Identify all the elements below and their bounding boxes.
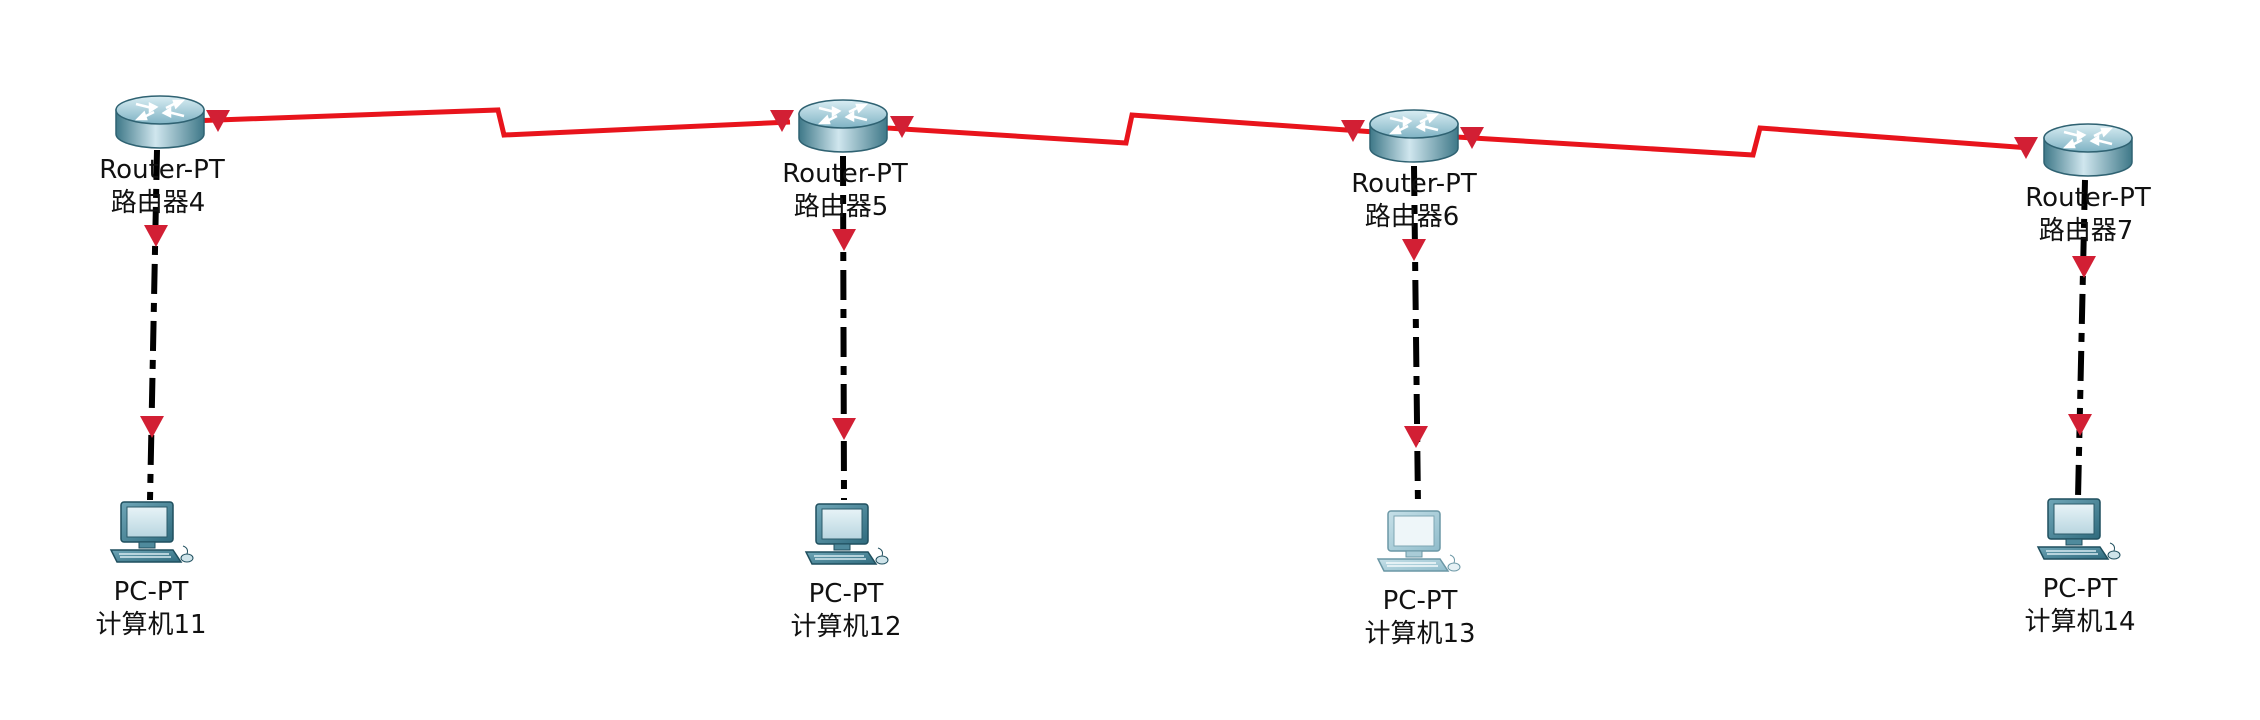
router-icon [797, 98, 889, 154]
router-5[interactable]: Router-PT 路由器5 [782, 98, 908, 222]
pc-name-label: 计算机13 [1364, 619, 1475, 649]
pc-icon [805, 503, 889, 565]
pc-name-label: 计算机11 [95, 610, 206, 640]
port-marker [144, 225, 168, 247]
router-name-label: 路由器6 [1365, 202, 1460, 232]
pc-name-label: 计算机12 [790, 612, 901, 642]
pc-12[interactable]: PC-PT 计算机12 [790, 503, 902, 642]
pc-13[interactable]: PC-PT 计算机13 [1364, 510, 1476, 649]
router-model-label: Router-PT [782, 159, 908, 189]
pc-model-label: PC-PT [1383, 586, 1458, 616]
copper-links [147, 149, 2088, 507]
pc-model-label: PC-PT [114, 577, 189, 607]
router-4[interactable]: Router-PT 路由器4 [99, 94, 225, 218]
pc-icon [110, 501, 194, 563]
router-icon [114, 94, 206, 150]
router-icon [1368, 108, 1460, 164]
router-model-label: Router-PT [1351, 169, 1477, 199]
router-name-label: 路由器7 [2039, 216, 2134, 246]
router-icon [2042, 122, 2134, 178]
pc-model-label: PC-PT [2043, 574, 2118, 604]
port-marker [832, 229, 856, 251]
router-name-label: 路由器5 [794, 192, 889, 222]
port-marker [832, 418, 856, 440]
router-7[interactable]: Router-PT 路由器7 [2025, 122, 2151, 246]
pc-name-label: 计算机14 [2024, 607, 2135, 637]
link-r5-r6[interactable] [854, 112, 1376, 146]
link-r7-pc14[interactable] [2075, 179, 2088, 499]
router-model-label: Router-PT [99, 155, 225, 185]
pc-icon [2037, 498, 2121, 560]
pc-icon [1377, 510, 1461, 572]
port-marker [140, 416, 164, 438]
link-r4-r5[interactable] [161, 107, 791, 138]
port-marker [2068, 414, 2092, 436]
pc-model-label: PC-PT [809, 579, 884, 609]
pc-11[interactable]: PC-PT 计算机11 [95, 501, 207, 640]
serial-links [161, 107, 2031, 158]
link-r5-pc12[interactable] [840, 155, 847, 501]
port-markers [140, 110, 2096, 448]
router-6[interactable]: Router-PT 路由器6 [1351, 108, 1477, 232]
router-name-label: 路由器4 [111, 188, 206, 218]
pc-14[interactable]: PC-PT 计算机14 [2024, 498, 2136, 637]
link-r4-pc11[interactable] [147, 149, 160, 501]
link-r6-r7[interactable] [1439, 125, 2031, 158]
port-marker [2072, 256, 2096, 278]
port-marker [1402, 239, 1426, 261]
port-marker [1404, 426, 1428, 448]
router-model-label: Router-PT [2025, 183, 2151, 213]
